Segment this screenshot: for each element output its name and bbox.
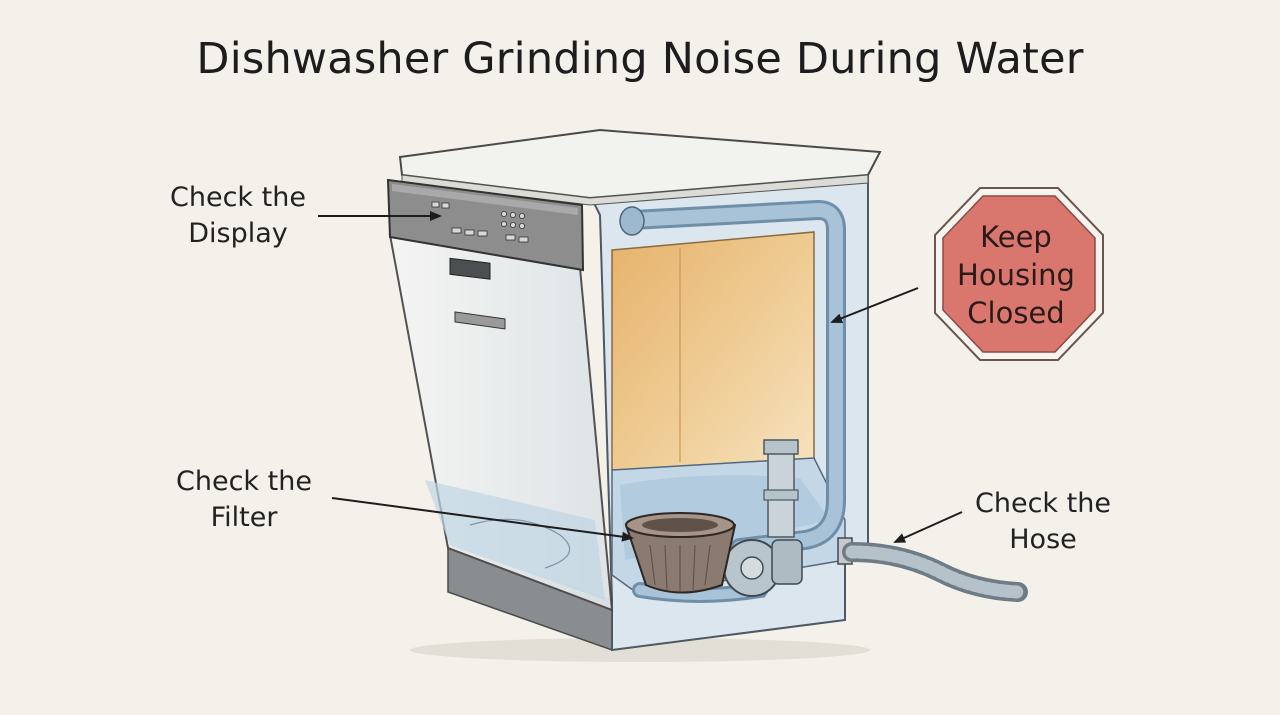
callout-arrow-housing bbox=[830, 287, 919, 323]
circulation-pipe-fill bbox=[625, 202, 843, 555]
filter-opening bbox=[642, 518, 718, 532]
callout-filter-line-1: Check the bbox=[176, 466, 312, 497]
control-buttons bbox=[431, 201, 529, 243]
callout-filter-label: Check the Filter bbox=[166, 464, 322, 536]
stop-sign-line-2: Housing bbox=[957, 258, 1075, 292]
callout-display-label: Check the Display bbox=[160, 180, 316, 252]
filter-mesh bbox=[649, 544, 711, 592]
door-inner-water bbox=[425, 480, 605, 600]
tub-interior bbox=[611, 231, 815, 471]
callout-display-line-1: Check the bbox=[170, 182, 306, 213]
door-handle bbox=[454, 311, 506, 330]
riser-coupling-mid bbox=[763, 489, 799, 501]
pump-hub bbox=[740, 556, 764, 580]
callout-hose-label: Check the Hose bbox=[965, 486, 1121, 558]
page-title: Dishwasher Grinding Noise During Water bbox=[196, 34, 1084, 84]
drain-hose-highlight bbox=[845, 545, 1025, 599]
pipe-end-cap bbox=[619, 206, 645, 236]
stop-sign-text: Keep Housing Closed bbox=[938, 218, 1094, 332]
control-panel-highlight bbox=[392, 184, 578, 215]
stop-sign-line-3: Closed bbox=[967, 296, 1065, 330]
floor-shadow bbox=[410, 638, 870, 662]
stop-sign bbox=[942, 195, 1096, 353]
callout-arrow-filter bbox=[331, 497, 634, 542]
callout-hose-line-2: Hose bbox=[1009, 524, 1077, 555]
callout-filter-line-2: Filter bbox=[210, 502, 278, 533]
callout-hose-line-1: Check the bbox=[975, 488, 1111, 519]
callout-arrow-hose bbox=[893, 511, 963, 543]
riser-coupling bbox=[763, 439, 799, 455]
pump-body bbox=[771, 539, 803, 585]
stop-sign-line-1: Keep bbox=[980, 220, 1052, 254]
callout-display-line-2: Display bbox=[188, 218, 288, 249]
display-screen bbox=[449, 257, 491, 280]
